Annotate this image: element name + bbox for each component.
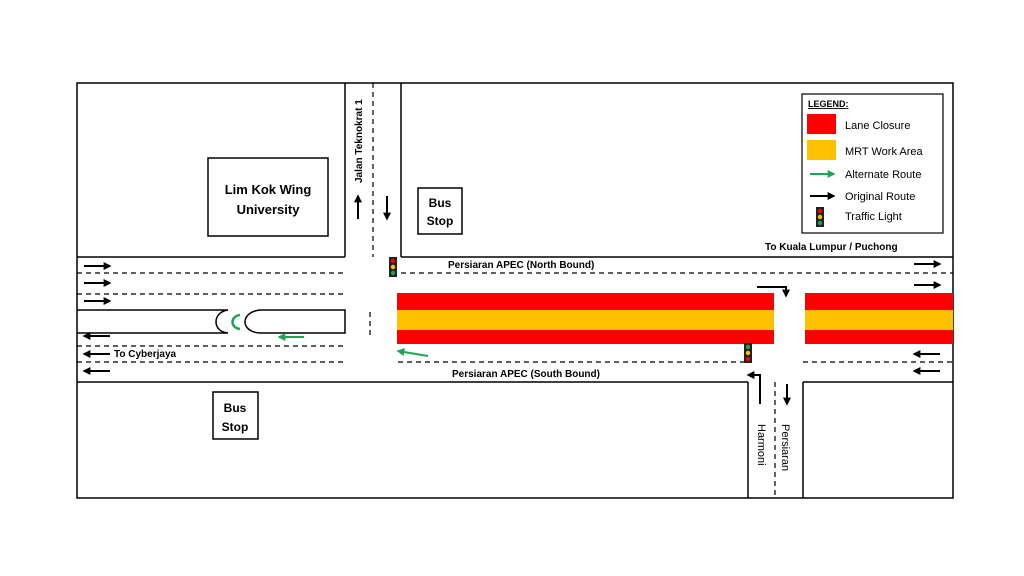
bus-stop-north-box: [417, 187, 463, 235]
traffic-light-icon-south: [744, 343, 752, 363]
apec-south-label: Persiaran APEC (South Bound): [452, 369, 600, 380]
legend-label-mrt-work-area: MRT Work Area: [845, 146, 924, 158]
road-edges: [77, 83, 953, 498]
legend-label-traffic-light: Traffic Light: [845, 211, 902, 223]
mrt-work-area-swatch: [807, 140, 836, 160]
bus-stop-north-label-2: Stop: [427, 214, 454, 228]
persiaran-harmoni-label-2: Harmoni: [755, 424, 767, 466]
university-label-1: Lim Kok Wing: [225, 182, 312, 197]
u-turn-arrow: [231, 313, 241, 331]
to-cyberjaya-label: To Cyberjaya: [114, 349, 176, 360]
bus-stop-south-label-2: Stop: [222, 420, 249, 434]
legend-label-alternate-route: Alternate Route: [845, 169, 921, 181]
apec-north-label: Persiaran APEC (North Bound): [448, 260, 594, 271]
legend: LEGEND: Lane Closure MRT Work Area Alter…: [801, 93, 944, 234]
to-kl-label: To Kuala Lumpur / Puchong: [765, 242, 898, 253]
bus-stop-north-label-1: Bus: [429, 196, 452, 210]
legend-label-lane-closure: Lane Closure: [845, 120, 910, 132]
lane-closure-swatch: [807, 114, 836, 134]
lane-markings: [77, 83, 953, 498]
university-label-2: University: [237, 202, 301, 217]
traffic-light-icon-north: [389, 257, 397, 277]
bus-stop-south-box: [212, 391, 259, 440]
alternate-route-arrows: [231, 313, 429, 357]
persiaran-harmoni-label-1: Persiaran: [779, 424, 791, 471]
jalan-teknokrat-label: Jalan Teknokrat 1: [354, 99, 365, 183]
original-route-arrows: [82, 194, 942, 406]
traffic-light-icon: [816, 207, 824, 227]
bus-stop-south-label-1: Bus: [224, 401, 247, 415]
lane-closure-east: [805, 293, 953, 344]
legend-title: LEGEND:: [808, 99, 849, 109]
legend-label-original-route: Original Route: [845, 191, 915, 203]
university-building: [207, 157, 329, 237]
lane-closure-west: [397, 293, 774, 344]
